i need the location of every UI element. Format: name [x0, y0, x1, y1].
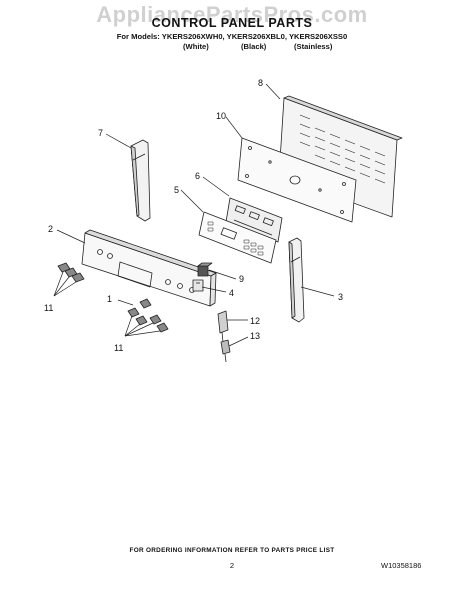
variant-white: (White) — [183, 42, 209, 51]
callout-2: 2 — [48, 224, 53, 234]
part-10-mounting-plate — [237, 137, 357, 223]
callout-6: 6 — [195, 171, 200, 181]
part-5-keypad-overlay — [198, 211, 277, 264]
callout-13: 13 — [250, 331, 260, 341]
callout-11-left: 11 — [44, 303, 53, 313]
callout-12: 12 — [250, 316, 260, 326]
callout-1: 1 — [107, 294, 112, 304]
callout-4: 4 — [229, 288, 234, 298]
part-11-knobs-left — [57, 262, 85, 283]
page-title: CONTROL PANEL PARTS — [151, 16, 313, 30]
part-4-clip — [192, 279, 204, 292]
part-9-switch — [197, 262, 213, 277]
variant-black: (Black) — [241, 42, 267, 51]
part-6-control-board — [225, 197, 283, 243]
callout-7: 7 — [98, 128, 103, 138]
callout-10: 10 — [216, 111, 226, 121]
part-8-rear-panel — [278, 95, 403, 218]
callout-11-front: 11 — [114, 343, 123, 353]
callout-8: 8 — [258, 78, 263, 88]
part-13-harness — [220, 339, 231, 363]
callout-5: 5 — [174, 185, 179, 195]
part-7-left-end-cap — [130, 139, 151, 222]
models-line: For Models: YKERS206XWH0, YKERS206XBL0, … — [116, 32, 348, 41]
page-number: 2 — [229, 561, 235, 570]
part-11-knobs-front — [127, 298, 169, 333]
part-12-sensor — [217, 310, 229, 343]
part-3-right-end-cap — [288, 237, 305, 323]
watermark: AppliancePartsPros.com — [96, 2, 368, 27]
document-number: W10358186 — [381, 561, 422, 570]
part-2-control-panel — [81, 229, 217, 307]
ordering-note: FOR ORDERING INFORMATION REFER TO PARTS … — [129, 547, 335, 554]
variant-stainless: (Stainless) — [294, 42, 333, 51]
leader-lines — [53, 83, 335, 347]
callout-9: 9 — [239, 274, 244, 284]
callout-3: 3 — [338, 292, 343, 302]
